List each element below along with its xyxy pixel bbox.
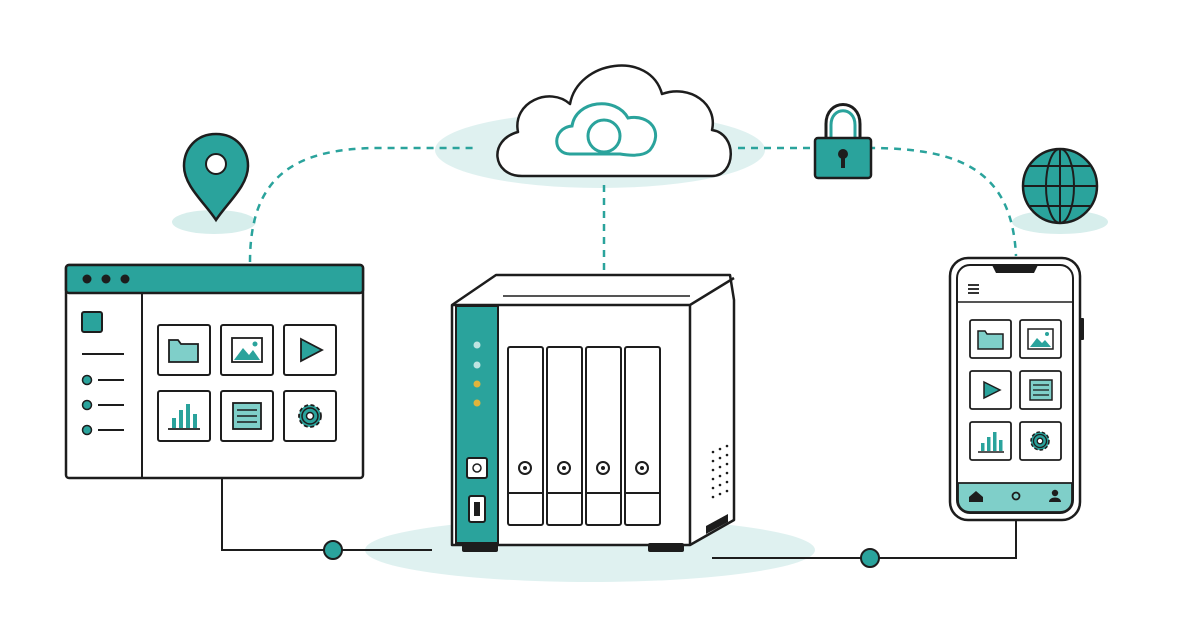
link-lock-phone [867, 146, 1018, 257]
drive-bay [585, 346, 622, 526]
home-icon [969, 491, 983, 502]
sync-symbol [555, 102, 657, 157]
drive-bay [546, 346, 583, 526]
play-icon [300, 337, 324, 363]
sidebar-logo [81, 311, 103, 333]
desktop-tile-image [220, 324, 274, 376]
wire-node-right [860, 548, 880, 568]
dot-icon [1011, 491, 1021, 501]
nas-foot [462, 543, 498, 552]
cloud-sync-icon [496, 64, 732, 178]
map-pin-icon [182, 132, 250, 223]
phone-tile-chart [969, 421, 1012, 461]
smartphone [948, 256, 1084, 522]
nas-foot [706, 514, 728, 534]
window-sidebar [81, 311, 124, 436]
nas-led [473, 361, 481, 369]
phone-notch [992, 265, 1038, 273]
user-icon [1049, 489, 1061, 502]
sidebar-item [81, 374, 124, 386]
nas-foot [648, 543, 684, 552]
sidebar-item [81, 399, 124, 411]
gear-icon [1030, 431, 1050, 451]
nas-led [473, 399, 481, 407]
window-dot [101, 274, 111, 284]
dashed-links [248, 146, 1018, 272]
nas-led [473, 380, 481, 388]
folder-icon [977, 330, 1004, 350]
nas-drive-bays [507, 346, 661, 526]
document-icon [232, 402, 262, 430]
desktop-tile-settings [283, 390, 337, 442]
nas-power-button [466, 457, 488, 479]
image-icon [1027, 328, 1054, 350]
phone-bottom-nav [957, 482, 1073, 513]
phone-tile-document [1019, 370, 1062, 410]
link-desktop-cloud [248, 146, 478, 263]
phone-side-button [1080, 318, 1084, 340]
phone-tile-play [969, 370, 1012, 410]
drive-bay [507, 346, 544, 526]
padlock-icon [813, 103, 873, 180]
globe-icon [1021, 147, 1099, 225]
window-dot [120, 274, 130, 284]
browser-window [64, 263, 365, 480]
nas-vent-grid [711, 444, 729, 499]
bar-chart-icon [978, 432, 1004, 453]
nas-led [473, 341, 481, 349]
pin-shadow [172, 210, 256, 234]
drive-bay [624, 346, 661, 526]
desktop-tile-chart [157, 390, 211, 442]
nas-server-4-bay [450, 273, 736, 552]
phone-tile-folder [969, 319, 1012, 359]
folder-icon [168, 339, 199, 363]
sidebar-item [81, 424, 124, 436]
wire-node-left [323, 540, 343, 560]
bar-chart-icon [168, 404, 200, 430]
window-titlebar [64, 263, 365, 295]
wire-desktop-nas [221, 478, 432, 551]
desktop-tile-folder [157, 324, 211, 376]
phone-tile-settings [1019, 421, 1062, 461]
desktop-tile-document [220, 390, 274, 442]
phone-tile-image [1019, 319, 1062, 359]
image-icon [231, 337, 263, 363]
gear-icon [298, 404, 322, 428]
wired-links [221, 478, 1017, 559]
play-icon [983, 380, 1002, 400]
desktop-tile-play [283, 324, 337, 376]
wire-nas-phone [712, 518, 1017, 559]
hamburger-menu-icon [968, 284, 979, 294]
document-icon [1029, 379, 1053, 401]
window-dot [82, 274, 92, 284]
